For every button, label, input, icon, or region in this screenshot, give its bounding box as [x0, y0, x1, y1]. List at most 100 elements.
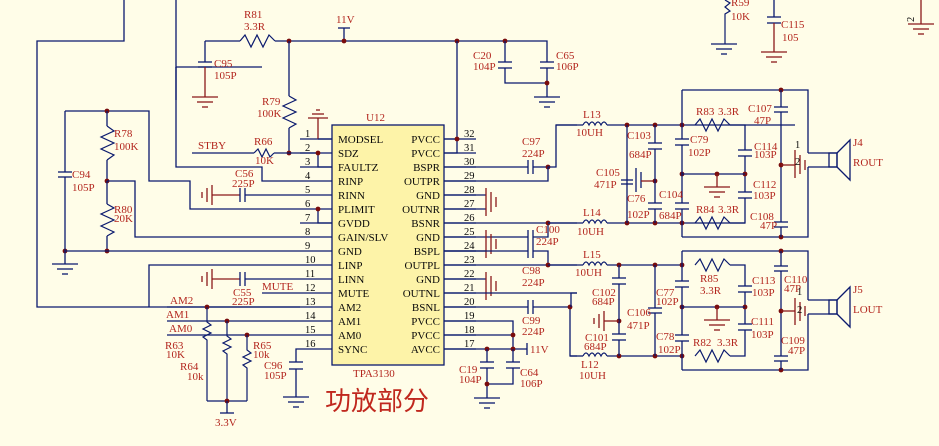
r82-value: 3.3R: [717, 337, 739, 349]
ic-pin-number: 14: [305, 311, 316, 322]
c65-ref: C65: [556, 50, 575, 62]
l15-value: 10UH: [575, 267, 602, 279]
r66-value: 10K: [255, 155, 274, 167]
speaker-j5[interactable]: J5 LOUT: [808, 284, 883, 329]
c64-ref: C64: [520, 367, 539, 379]
j5-pin2: 2: [797, 305, 802, 316]
ic-pin-name: OUTPR: [404, 176, 441, 188]
r80-value: 20K: [114, 213, 133, 225]
ic-pin-name: PVCC: [411, 134, 440, 146]
c76-value: 102P: [627, 209, 650, 221]
ic-pin-number: 2: [305, 143, 310, 154]
c97-value: 224P: [522, 148, 545, 160]
c115-ref: C115: [781, 19, 805, 31]
c111-value: 103P: [751, 329, 774, 341]
ic-pin-number: 11: [305, 269, 315, 280]
r63-ref: R63: [165, 340, 184, 352]
ic-pin-number: 27: [464, 199, 475, 210]
c95-ref: C95: [214, 58, 233, 70]
c106-ref: C106: [627, 307, 651, 319]
ic-body[interactable]: [331, 124, 445, 366]
j5-ref: J5: [853, 284, 863, 296]
c77-value: 102P: [656, 296, 679, 308]
net-label-3v3: 3.3V: [215, 417, 237, 429]
c113-ref: C113: [752, 275, 776, 287]
ic-pin-number: 21: [464, 283, 475, 294]
ic-pin-name: RINN: [338, 190, 365, 202]
c111-ref: C111: [751, 316, 774, 328]
ic-pin-number: 17: [464, 339, 475, 350]
c103-value: 684P: [629, 149, 652, 161]
r79-value: 100K: [257, 108, 282, 120]
j4-pin1: 1: [795, 140, 800, 151]
ic-pin-name: BSPL: [414, 246, 441, 258]
speaker-j4[interactable]: J4 ROUT: [808, 137, 883, 182]
c20-value: 104P: [473, 61, 496, 73]
am-select-network: AM2 AM1 AM0 3.3V R63 10K R64 10k R65 10k: [165, 295, 300, 429]
ic-pin-number: 24: [464, 241, 475, 252]
c64-value: 106P: [520, 378, 543, 390]
ic-pin-number: 20: [464, 297, 475, 308]
rinp-wire: [175, 67, 300, 182]
c112-ref: C112: [753, 179, 776, 191]
ic-pin-number: 7: [305, 213, 310, 224]
ic-pin-name: BSNR: [411, 218, 440, 230]
c105-ref: C105: [596, 167, 620, 179]
c105-value: 471P: [594, 179, 617, 191]
c97-ref: C97: [522, 136, 541, 148]
c99-value: 224P: [522, 326, 545, 338]
c79-ref: C79: [690, 134, 709, 146]
j4-pin2: 2: [795, 157, 800, 168]
ic-pin-number: 22: [464, 269, 475, 280]
r80-ref: R80: [114, 204, 133, 216]
ic-pin-name: GAIN/SLV: [338, 232, 388, 244]
ic-pin-name: PVCC: [411, 330, 440, 342]
capacitor-c56: C56 225P: [201, 168, 300, 205]
r84-value: 3.3R: [718, 204, 740, 216]
r64-ref: R64: [180, 361, 199, 373]
c55-ref: C55: [233, 287, 252, 299]
c19-value: 104P: [459, 374, 482, 386]
r78-ref: R78: [114, 128, 133, 140]
capacitor-c55: C55 225P: [201, 269, 300, 308]
decoupling-c20-c65: C20 104P C65 106P: [473, 41, 579, 108]
ic-pin-number: 31: [464, 143, 475, 154]
ic-pin-number: 16: [305, 339, 316, 350]
resistor-r79: R79 100K: [257, 41, 298, 156]
ic-pin-name: PVCC: [411, 148, 440, 160]
r85-ref: R85: [700, 273, 719, 285]
net-label-am2: AM2: [170, 295, 193, 307]
ic-pin-number: 19: [464, 311, 475, 322]
ic-pin-number: 18: [464, 325, 475, 336]
c101-value: 684P: [584, 341, 607, 353]
c78-ref: C78: [656, 331, 675, 343]
l12-ref: L12: [581, 359, 599, 371]
c20-ref: C20: [473, 50, 492, 62]
c94-ref: C94: [72, 169, 91, 181]
r85-value: 3.3R: [700, 285, 722, 297]
c65-value: 106P: [556, 61, 579, 73]
l14-value: 10UH: [577, 226, 604, 238]
ic-pin-name: RINP: [338, 176, 363, 188]
linp-wire: [148, 264, 300, 279]
gain-divider: R78 100K R80 20K C94 105P: [52, 108, 300, 275]
r79-ref: R79: [262, 96, 281, 108]
ic-pin-name: GND: [338, 246, 362, 258]
resistor-r66: STBY R66 10K: [192, 136, 318, 167]
ic-pin-number: 30: [464, 157, 475, 168]
ic-pin-name: OUTPL: [405, 260, 441, 272]
bootstrap-caps: C97 224P C100 224P C98 224P: [444, 124, 577, 409]
ic-pin-name: LINN: [338, 274, 364, 286]
rail-11v-top: 11V R81 3.3R: [205, 9, 548, 55]
c56-ref: C56: [235, 168, 254, 180]
c104-value: 684P: [659, 210, 682, 222]
ic-pin-name: GND: [416, 232, 440, 244]
capacitor-c96: C96 105P: [264, 348, 309, 408]
top-right-partial: R59 10K C115 105 2: [711, 0, 934, 63]
r81-value: 3.3R: [244, 21, 266, 33]
j4-label: ROUT: [853, 157, 883, 169]
c99-ref: C99: [522, 315, 541, 327]
c109-ref: C109: [781, 335, 805, 347]
r65-ref: R65: [253, 340, 272, 352]
